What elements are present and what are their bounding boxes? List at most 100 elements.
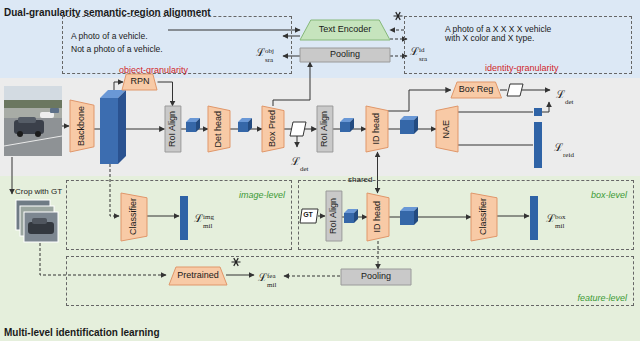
- label-anchor: reid: [563, 143, 574, 161]
- feature-cube: [196, 118, 200, 132]
- cropped-vehicles: [16, 200, 58, 242]
- loss-index: reid: [563, 151, 574, 159]
- id-head-outline: [366, 106, 388, 152]
- level-box: box-levelRoI AlignID headClassifier: [298, 180, 634, 250]
- flow-line: [284, 276, 340, 277]
- section-band: Dual-granularity semantic-region alignme…: [0, 0, 640, 78]
- text-anchor: box-level: [591, 184, 627, 202]
- label-anchor: box: [555, 205, 566, 223]
- loss-index: sra: [265, 56, 273, 64]
- text-encoder-text: Text Encoder: [319, 25, 372, 35]
- feature-map: [100, 98, 118, 164]
- rpn-block-text: RPN: [130, 77, 149, 87]
- prompt-box-text: A photo of a X X X X vehicle with X colo…: [445, 25, 563, 44]
- embedding-vector: [534, 108, 542, 116]
- text-anchor: Dual-granularity semantic-region alignme…: [4, 2, 211, 20]
- box-reg-outline: [451, 82, 502, 98]
- classifier-outline: [471, 193, 497, 241]
- label-anchor: ℒ: [291, 151, 300, 169]
- street-photo: [50, 108, 59, 113]
- flow-line: [114, 82, 123, 90]
- loss-index: box: [555, 213, 566, 221]
- edge-label: shared: [348, 175, 372, 184]
- connector: [390, 30, 404, 31]
- flow-line: [297, 136, 298, 147]
- classifier: Classifier: [121, 193, 147, 241]
- loss-symbol: ℒ: [256, 46, 265, 59]
- band-fill: [0, 0, 640, 78]
- loss-index: det: [565, 98, 574, 106]
- classifier-text: Classifier: [479, 198, 489, 235]
- label-anchor: fea: [267, 264, 276, 282]
- nae-block-outline: [436, 106, 458, 152]
- box-icon: [300, 209, 318, 223]
- text-anchor: A photo of a vehicle.: [71, 25, 148, 43]
- loss-symbol: ℒ: [258, 271, 267, 284]
- loss-symbol: ℒ: [556, 88, 565, 101]
- box-pred-text: Box Pred: [268, 110, 278, 147]
- pretrained-model: Pretrained: [169, 267, 227, 285]
- pretrained-model-outline: [169, 267, 227, 285]
- roi-align-box-outline: [317, 106, 333, 152]
- prompt-box-text: A photo of a vehicle.: [71, 31, 148, 41]
- street-photo: [35, 131, 41, 137]
- street-photo: [4, 86, 62, 156]
- feature-map: [100, 90, 126, 164]
- feature-cube: [400, 120, 414, 134]
- label-anchor: ℒ: [410, 41, 419, 59]
- connector: [292, 30, 300, 31]
- backbone-block-outline: [70, 100, 94, 152]
- classifier: Classifier: [471, 193, 497, 241]
- flow-line: [458, 145, 533, 146]
- feature-cube: [400, 211, 414, 225]
- flow-line: [318, 216, 325, 217]
- loss-index: sra: [419, 55, 427, 63]
- label-anchor: det: [300, 157, 309, 175]
- embedding-vector: [530, 196, 538, 240]
- street-photo: [4, 100, 62, 108]
- pooling-box: Pooling: [300, 48, 390, 62]
- flow-line: [496, 216, 529, 217]
- cropped-vehicles: [24, 212, 58, 242]
- text-anchor: image-level: [239, 184, 285, 202]
- pooling-box-text: Pooling: [361, 272, 391, 282]
- flow-line: [226, 275, 254, 276]
- roi-align-box-text: RoI Align: [320, 111, 330, 147]
- loss-symbol: ℒ: [546, 212, 555, 225]
- loss-symbol: ℒ: [194, 212, 203, 225]
- loss-index: det: [300, 165, 309, 173]
- frozen-snowflake: [232, 258, 241, 266]
- backbone-block: Backbone: [70, 100, 94, 152]
- feature-cube: [340, 122, 350, 132]
- connector: [158, 82, 173, 106]
- flow-line: [40, 243, 166, 275]
- label-anchor: GT: [300, 211, 316, 219]
- feature-cube: [238, 122, 248, 132]
- flow-line: [12, 30, 550, 276]
- flow-line: [110, 164, 119, 216]
- connector: [378, 241, 379, 269]
- street-photo: [17, 131, 23, 137]
- street-photo: [4, 136, 62, 146]
- annotation: Crop with GT: [15, 187, 62, 196]
- flow-line: [458, 112, 533, 113]
- loss-symbol: ℒ: [410, 45, 419, 58]
- pooling-box-text: Pooling: [330, 50, 360, 60]
- pooling-box-outline: [300, 48, 390, 62]
- box-icon: [290, 122, 306, 136]
- label-anchor: id: [419, 38, 424, 56]
- frozen-snowflake: [394, 12, 403, 20]
- loss-symbol: ℒ: [291, 155, 300, 168]
- text-encoder: Text Encoder: [300, 20, 390, 40]
- flow-line: [146, 216, 179, 217]
- level-box: feature-levelPretrainedPooling: [66, 256, 634, 306]
- label-anchor: obj: [265, 39, 274, 57]
- feature-cube: [344, 213, 354, 223]
- roi-align-box: RoI Align: [165, 106, 181, 152]
- loss-index: obj: [265, 47, 274, 55]
- classifier-outline: [121, 193, 147, 241]
- flow-line: [62, 126, 69, 127]
- roi-align-box-text: RoI Align: [168, 111, 178, 147]
- section-band-text: Multi-level identification learning: [4, 327, 160, 338]
